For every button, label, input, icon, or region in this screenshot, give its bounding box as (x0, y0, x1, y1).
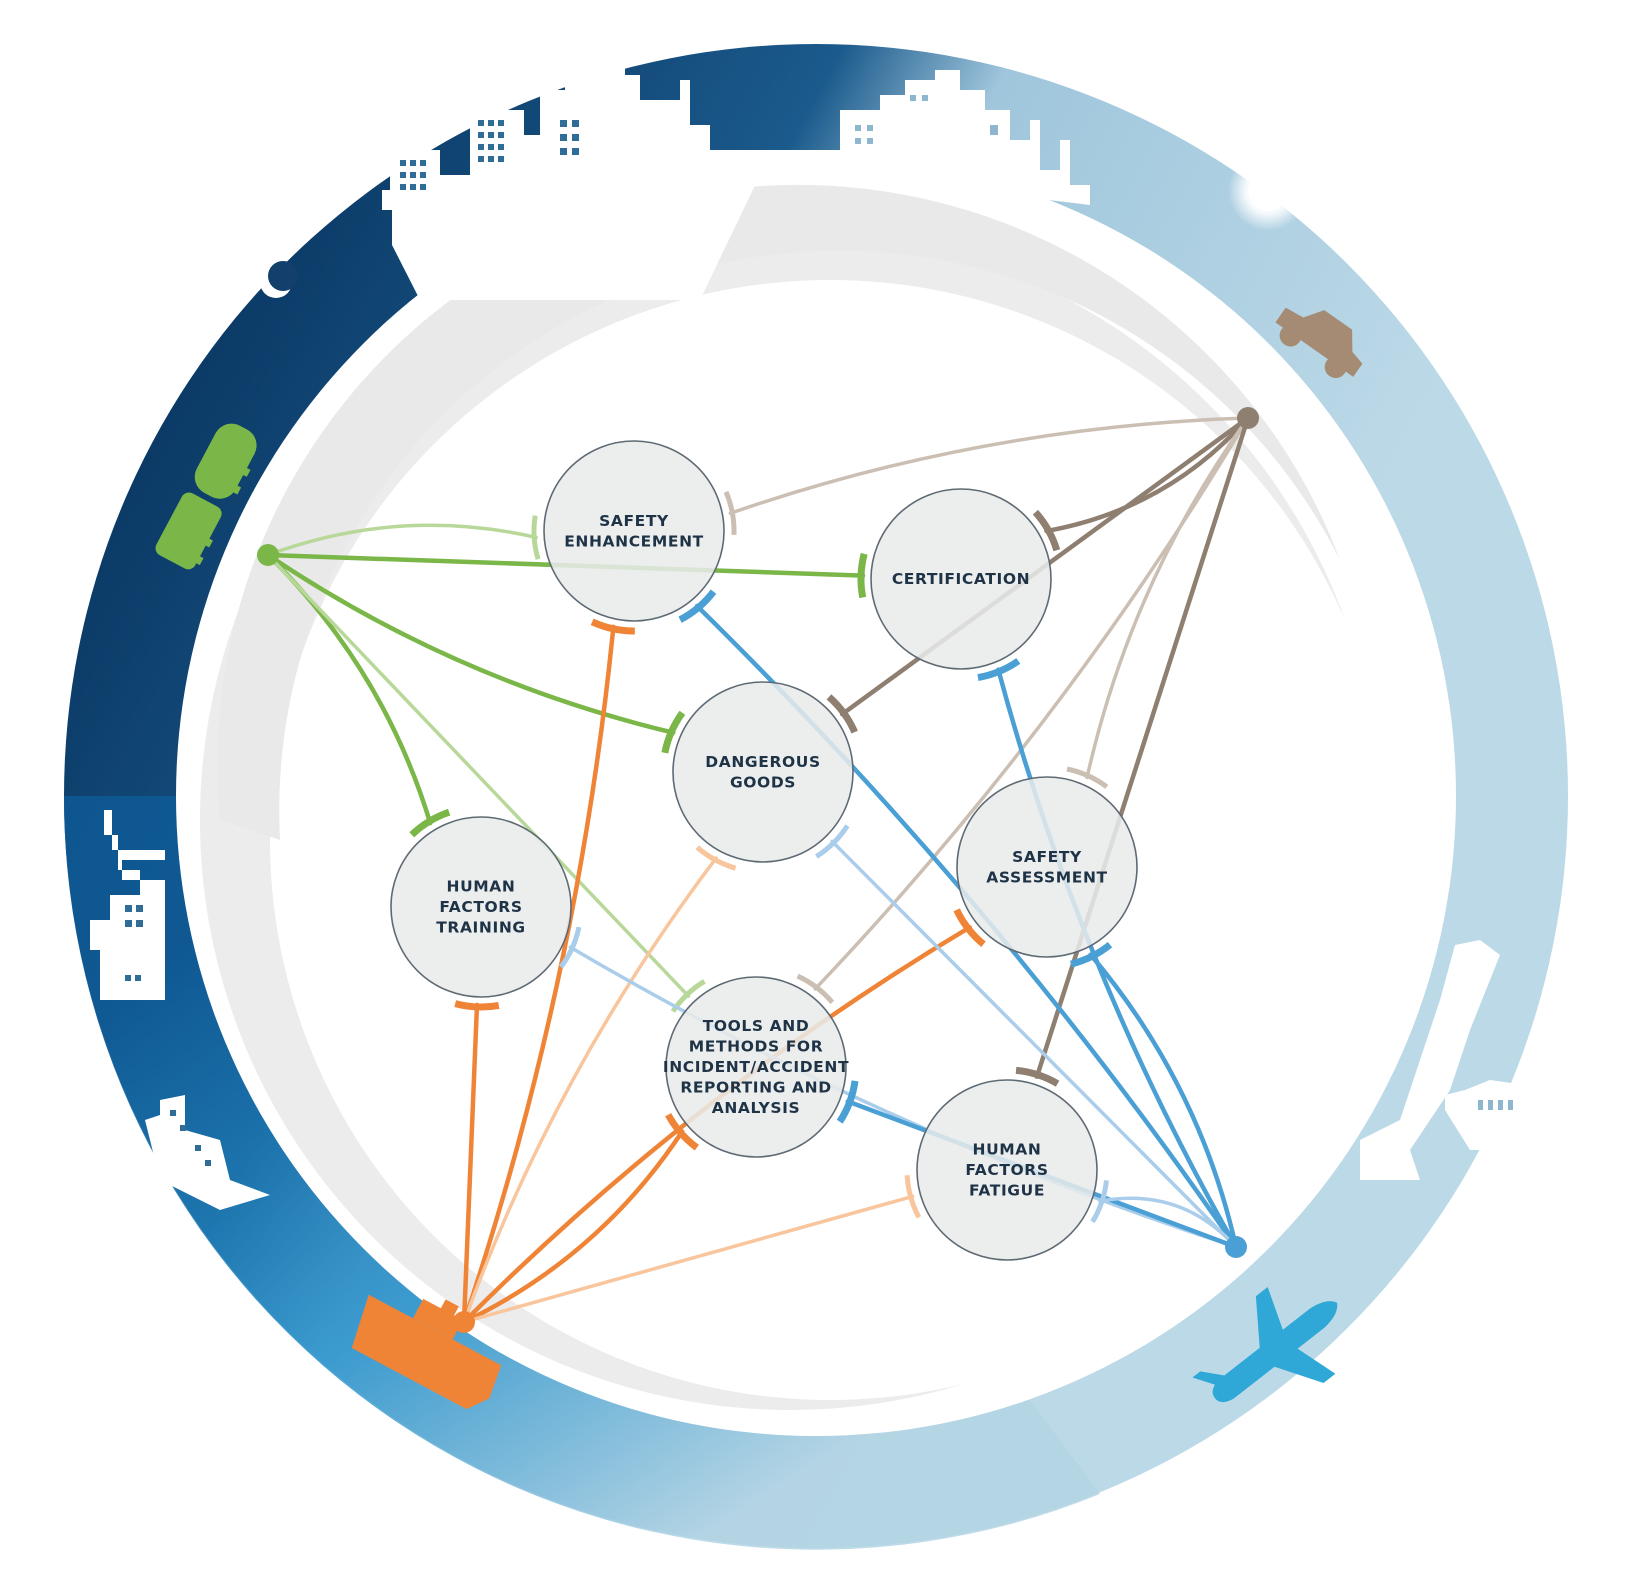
link-road-certification (1044, 415, 1251, 534)
node-label-line: ENHANCEMENT (564, 532, 704, 550)
link-maritime-human_factors_training (461, 1002, 480, 1325)
car-icon (1275, 307, 1363, 379)
node-layer: SAFETY ENHANCEMENT CERTIFICATION DANGEROUS G… (390, 440, 1138, 1261)
link-cap-air-human_factors_fatigue (1090, 1180, 1109, 1224)
link-cap-air-safety_assessment (1070, 941, 1113, 968)
node-label-line: ANALYSIS (712, 1099, 801, 1117)
link-air-dangerous_goods (830, 839, 1238, 1249)
node-safety-enhancement[interactable]: SAFETY ENHANCEMENT (543, 440, 725, 622)
hub-air[interactable] (1225, 1236, 1247, 1258)
moon-icon (260, 261, 298, 298)
link-road-human_factors_fatigue (1034, 415, 1251, 1079)
link-road-safety_enhancement (728, 416, 1250, 516)
link-cap-road-certification (1032, 509, 1061, 552)
node-certification[interactable]: CERTIFICATION (870, 488, 1052, 670)
link-cap-road-safety_enhancement (723, 490, 737, 535)
node-circle (956, 776, 1138, 958)
node-label-line: METHODS FOR (689, 1038, 823, 1056)
hub-rail[interactable] (257, 544, 279, 566)
link-air-safety_assessment (1088, 952, 1239, 1250)
airplane-icon (1192, 1287, 1338, 1403)
link-cap-maritime-safety_enhancement (590, 618, 635, 635)
link-road-tools_methods (813, 416, 1250, 991)
node-label-line: FATIGUE (969, 1182, 1045, 1200)
sun-icon (1228, 151, 1308, 231)
link-air-human_factors_training (568, 945, 1238, 1249)
link-maritime-dangerous_goods (462, 856, 718, 1324)
node-dangerous-goods[interactable]: DANGEROUS GOODS (672, 681, 854, 863)
link-air-human_factors_fatigue (1098, 1196, 1238, 1249)
node-safety-assessment[interactable]: SAFETY ASSESSMENT (956, 776, 1138, 958)
link-cap-maritime-human_factors_fatigue (904, 1175, 922, 1219)
node-human-factors-training[interactable]: HUMAN FACTORS TRAINING (390, 816, 572, 998)
node-circle (665, 976, 847, 1158)
link-maritime-human_factors_fatigue (462, 1194, 915, 1324)
node-circle (543, 440, 725, 622)
link-maritime-tools_methods (461, 1129, 685, 1325)
link-rail-safety_enhancement (266, 523, 538, 557)
node-label-line: HUMAN (973, 1141, 1042, 1159)
link-rail-tools_methods (266, 553, 691, 998)
node-circle (390, 816, 572, 998)
train-icon (155, 423, 257, 570)
node-label-line: GOODS (730, 773, 796, 791)
node-label-line: FACTORS (965, 1161, 1048, 1179)
link-cap-air-dangerous_goods (815, 824, 850, 859)
node-label-line: TRAINING (436, 919, 526, 937)
link-cap-road-human_factors_fatigue (1015, 1066, 1060, 1087)
link-cap-rail-human_factors_training (409, 808, 451, 838)
link-cap-air-safety_enhancement (678, 589, 717, 623)
link-cap-air-certification (977, 658, 1021, 681)
node-label-line: FACTORS (439, 898, 522, 916)
link-cap-road-tools_methods (796, 973, 835, 1005)
link-cap-maritime-human_factors_training (454, 1000, 500, 1011)
link-cap-road-dangerous_goods (826, 694, 858, 734)
node-label-line: INCIDENT/ACCIDENT (663, 1058, 849, 1076)
control-tower-icon (1360, 940, 1540, 1180)
link-cap-maritime-tools_methods (665, 1113, 699, 1151)
link-cap-air-human_factors_training (558, 926, 582, 969)
link-cap-rail-safety_enhancement (531, 515, 541, 560)
link-road-safety_assessment (1085, 416, 1250, 780)
factory-icon (90, 810, 270, 1210)
node-label-line: ASSESSMENT (986, 868, 1107, 886)
link-cap-rail-certification (857, 552, 868, 599)
node-circle (870, 488, 1052, 670)
city-skyline-icon (382, 50, 760, 300)
link-cap-rail-tools_methods (670, 979, 706, 1013)
hub-maritime[interactable] (453, 1311, 475, 1333)
node-tools-methods[interactable]: TOOLS AND METHODS FOR INCIDENT/ACCIDENT REP… (663, 976, 849, 1158)
node-label-line: REPORTING AND (680, 1079, 831, 1097)
node-label-line: DANGEROUS (705, 753, 820, 771)
node-label-line: SAFETY (599, 512, 669, 530)
node-label-line: SAFETY (1012, 848, 1082, 866)
link-cap-air-tools_methods (836, 1080, 859, 1124)
link-cap-maritime-dangerous_goods (695, 845, 737, 871)
node-human-factors-fatigue[interactable]: HUMAN FACTORS FATIGUE (916, 1079, 1098, 1261)
link-rail-dangerous_goods (265, 552, 676, 735)
node-label-line: HUMAN (447, 878, 516, 896)
link-cap-rail-dangerous_goods (661, 710, 686, 754)
node-label-line: TOOLS AND (703, 1017, 810, 1035)
node-circle (916, 1079, 1098, 1261)
link-maritime-safety_enhancement (461, 624, 616, 1325)
node-circle (672, 681, 854, 863)
node-label-line: CERTIFICATION (892, 570, 1030, 588)
link-cap-maritime-safety_assessment (953, 908, 986, 947)
hub-road[interactable] (1237, 407, 1259, 429)
hub-layer (257, 407, 1259, 1333)
link-cap-road-safety_assessment (1066, 766, 1109, 789)
ship-icon (351, 1294, 502, 1410)
town-skyline-icon (760, 70, 1090, 205)
